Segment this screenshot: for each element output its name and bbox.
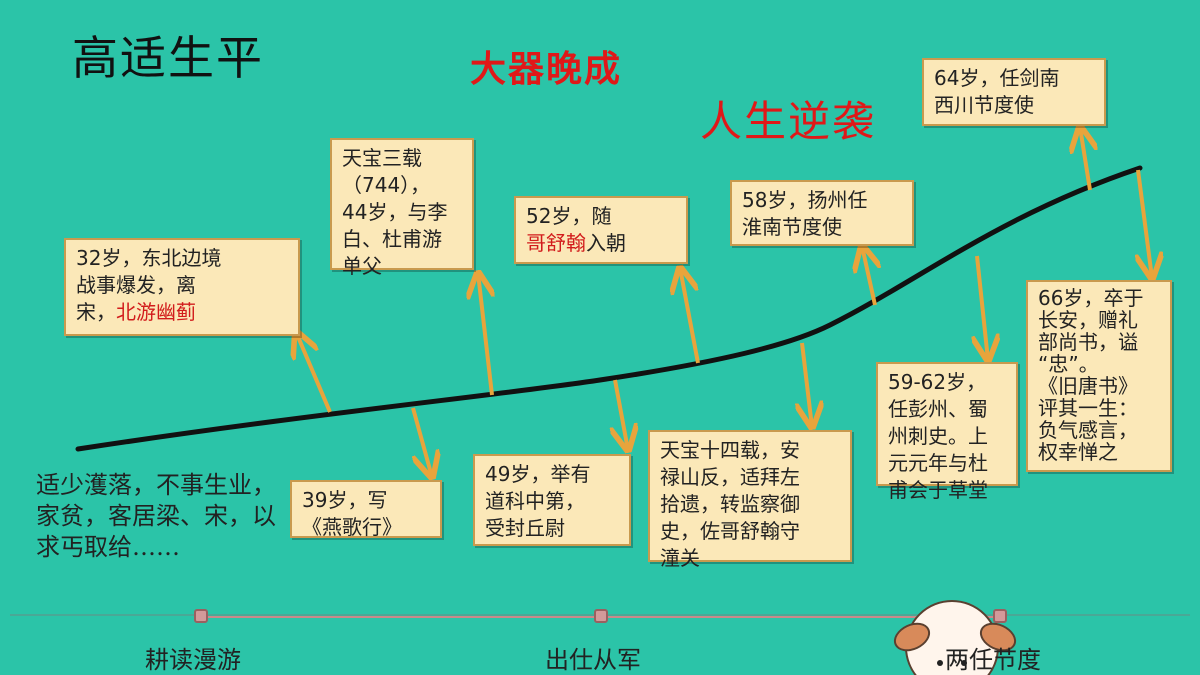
page-title: 高适生平 bbox=[72, 31, 264, 85]
event-box-32: 32岁，东北边境 战事爆发，离 宋，北游幽蓟 bbox=[64, 238, 300, 336]
arrow-39 bbox=[411, 407, 432, 477]
arrow-58 bbox=[862, 246, 875, 306]
phase-marker-2 bbox=[594, 609, 608, 623]
arrow-44 bbox=[478, 273, 492, 396]
phase-label-3: 两任节度 bbox=[945, 646, 1041, 674]
dog-mascot-icon bbox=[889, 600, 1021, 675]
event-text-52b: 入朝 bbox=[586, 231, 626, 255]
event-highlight-52: 哥舒翰 bbox=[526, 231, 586, 255]
phase-label-1: 耕读漫游 bbox=[145, 646, 241, 674]
arrow-32 bbox=[296, 332, 332, 413]
event-box-49: 49岁，举有 道科中第， 受封丘尉 bbox=[473, 454, 631, 546]
dog-eye-right bbox=[961, 660, 967, 666]
arrow-66 bbox=[1138, 169, 1152, 278]
event-box-58: 58岁，扬州任 淮南节度使 bbox=[730, 180, 914, 246]
event-highlight-32: 北游幽蓟 bbox=[116, 300, 196, 324]
event-text-52: 52岁，随 bbox=[526, 204, 612, 228]
arrow-52 bbox=[680, 268, 700, 364]
intro-text: 适少濩落，不事生业，家贫，客居梁、宋，以求丐取给…… bbox=[36, 471, 276, 561]
event-box-64: 64岁，任剑南 西川节度使 bbox=[922, 58, 1106, 126]
event-box-52: 52岁，随 哥舒翰入朝 bbox=[514, 196, 688, 264]
slogan-late-bloomer: 大器晚成 bbox=[470, 49, 623, 90]
event-box-54: 天宝十四载，安 禄山反，适拜左 拾遗，转监察御 史，佐哥舒翰守 潼关 bbox=[648, 430, 852, 570]
life-curve bbox=[75, 165, 1143, 452]
arrow-59 bbox=[977, 255, 988, 360]
phase-label-2: 出仕从军 bbox=[545, 646, 641, 674]
dog-eye-left bbox=[937, 660, 943, 666]
event-box-66: 66岁，卒于 长安，赠礼 部尚书，谥 “忠”。 《旧唐书》 评其一生： 负气感言… bbox=[1026, 280, 1172, 472]
event-text-32: 32岁，东北边境 战事爆发，离 宋， bbox=[76, 246, 222, 324]
event-box-39: 39岁，写 《燕歌行》 bbox=[290, 480, 442, 539]
event-box-44: 天宝三载 （744）， 44岁，与李 白、杜甫游 单父 bbox=[330, 138, 474, 278]
arrow-64 bbox=[1080, 127, 1090, 191]
arrow-54 bbox=[802, 342, 812, 427]
phase-marker-1 bbox=[194, 609, 208, 623]
arrow-49 bbox=[615, 379, 628, 450]
phase-marker-3 bbox=[993, 609, 1007, 623]
event-box-59: 59-62岁， 任彭州、蜀 州刺史。上 元元年与杜 甫会于草堂 bbox=[876, 362, 1018, 502]
slogan-life-comeback: 人生逆袭 bbox=[700, 97, 877, 146]
